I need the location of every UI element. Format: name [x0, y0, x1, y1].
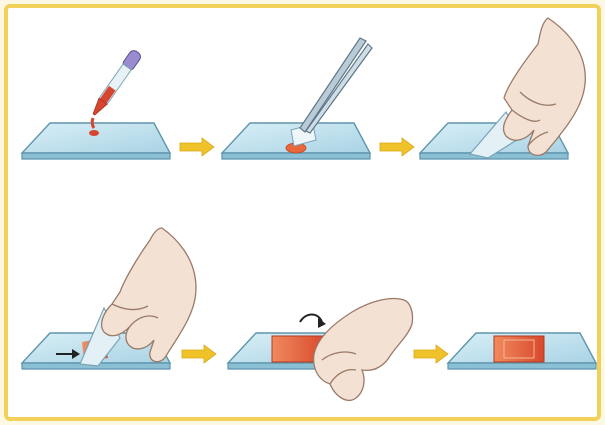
glass-slide — [22, 123, 170, 159]
sample-drop — [89, 130, 99, 136]
step-6-finished — [448, 333, 596, 369]
